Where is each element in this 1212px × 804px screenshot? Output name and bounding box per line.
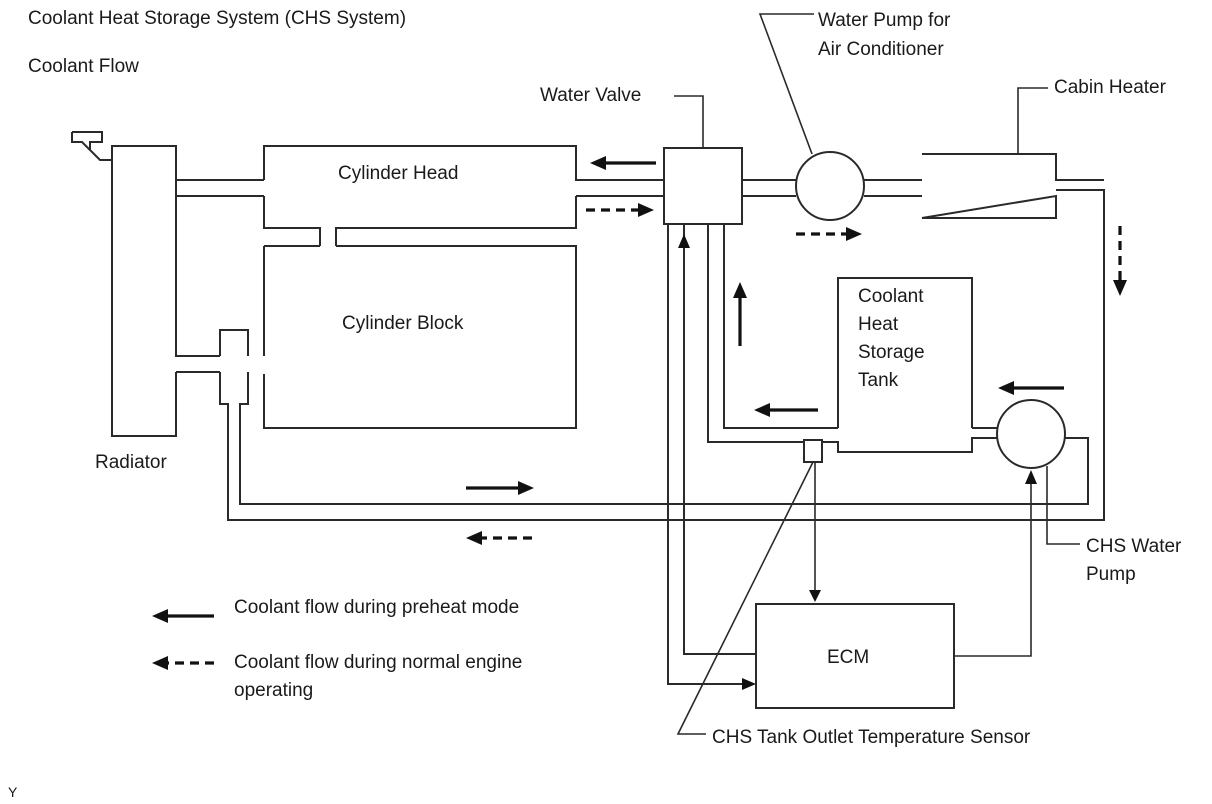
water-pump-ac bbox=[758, 13, 865, 221]
water-pump-ac-label-1: Water Pump for bbox=[818, 10, 951, 31]
radiator-label: Radiator bbox=[95, 452, 167, 473]
diagram-subtitle: Coolant Flow bbox=[28, 56, 139, 77]
water-valve bbox=[663, 95, 743, 225]
water-valve-label: Water Valve bbox=[540, 85, 641, 106]
flow-arrows bbox=[466, 156, 1127, 545]
cylinder-block-label: Cylinder Block bbox=[342, 313, 464, 334]
water-pump-ac-label-2: Air Conditioner bbox=[818, 39, 944, 60]
radiator bbox=[71, 131, 264, 437]
chs-water-pump-label-2: Pump bbox=[1086, 564, 1136, 585]
tank-label-1: Coolant bbox=[858, 286, 924, 307]
tank-label-4: Tank bbox=[858, 370, 899, 391]
chs-water-pump bbox=[996, 399, 1080, 545]
tank-label-3: Storage bbox=[858, 342, 925, 363]
corner-mark: Y bbox=[8, 784, 18, 800]
chs-water-pump-label-1: CHS Water bbox=[1086, 536, 1182, 557]
diagram-title: Coolant Heat Storage System (CHS System) bbox=[28, 8, 406, 29]
tank-label-2: Heat bbox=[858, 314, 899, 335]
legend: Coolant flow during preheat mode Coolant… bbox=[152, 597, 522, 701]
chs-tank-outlet-temperature-sensor bbox=[676, 439, 823, 735]
cabin-heater-label: Cabin Heater bbox=[1054, 77, 1167, 98]
coolant-heat-storage-tank bbox=[837, 277, 973, 428]
cylinder-head bbox=[263, 145, 664, 246]
legend-normal-label-2: operating bbox=[234, 680, 313, 701]
tank-pipes bbox=[667, 224, 998, 685]
ecm-label: ECM bbox=[827, 647, 869, 668]
cylinder-block bbox=[263, 245, 577, 429]
ecm bbox=[678, 234, 1037, 709]
sensor-label: CHS Tank Outlet Temperature Sensor bbox=[712, 727, 1031, 748]
thermostat-junction bbox=[219, 189, 1105, 521]
legend-normal-label-1: Coolant flow during normal engine bbox=[234, 652, 522, 673]
cylinder-head-label: Cylinder Head bbox=[338, 163, 458, 184]
cabin-heater bbox=[921, 87, 1104, 219]
legend-preheat-label: Coolant flow during preheat mode bbox=[234, 597, 519, 618]
upper-pipe bbox=[742, 179, 922, 197]
